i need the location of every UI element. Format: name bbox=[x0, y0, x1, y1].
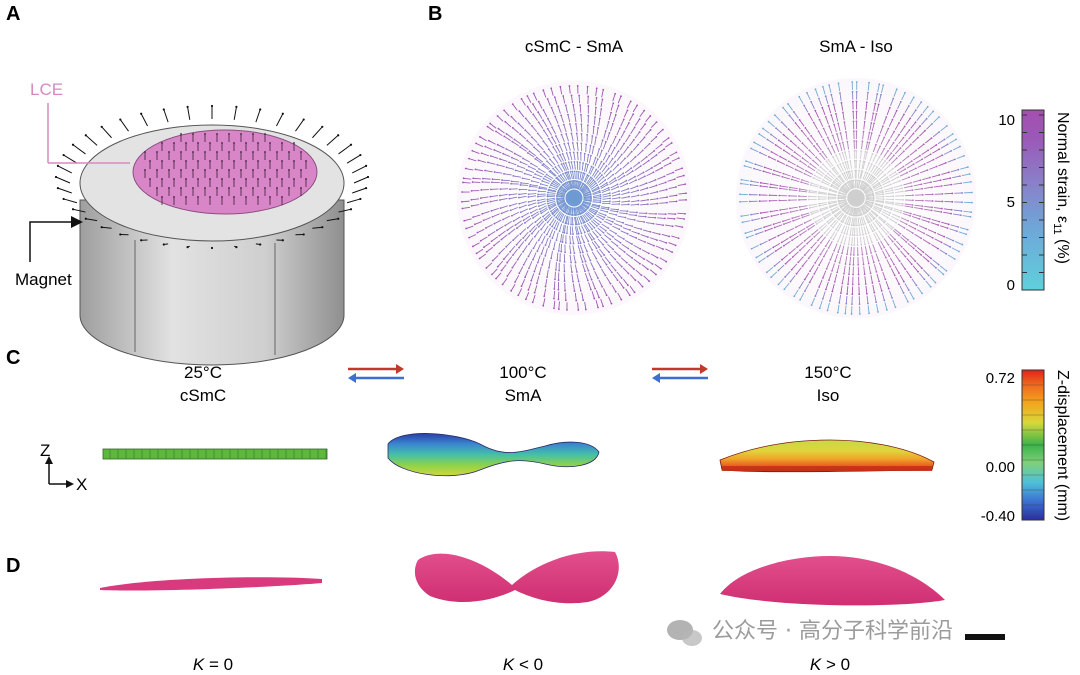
photo-flat-sample bbox=[100, 577, 322, 591]
state-3-phase: Iso bbox=[817, 386, 840, 405]
axis-indicator: Z X bbox=[40, 441, 87, 494]
panel-b-letter: B bbox=[428, 3, 442, 25]
sim-saddle-strip bbox=[387, 433, 600, 477]
strain-disk-right bbox=[736, 78, 976, 318]
strain-colorbar: 10 5 0 Normal strain, ε11 (%) bbox=[998, 109, 1071, 294]
curvature-label-1: K = 0 bbox=[193, 655, 233, 674]
transition-arrows-2 bbox=[652, 364, 708, 383]
magnet-callout: Magnet bbox=[15, 216, 83, 289]
state-1-phase: cSmC bbox=[180, 386, 226, 405]
panel-a-letter: A bbox=[6, 3, 20, 25]
disk-left-title: cSmC - SmA bbox=[525, 37, 624, 56]
transition-arrows-1 bbox=[348, 364, 404, 383]
lce-label: LCE bbox=[30, 80, 63, 99]
sim-dome-strip bbox=[719, 439, 935, 473]
lce-disk bbox=[132, 129, 318, 215]
disk-right-title: SmA - Iso bbox=[819, 37, 893, 56]
panel-c-letter: C bbox=[6, 347, 20, 369]
state-2-temp: 100°C bbox=[499, 363, 546, 382]
axis-z-label: Z bbox=[40, 441, 50, 460]
strain-tick-10: 10 bbox=[998, 112, 1015, 129]
watermark: 公众号 · 高分子科学前沿 bbox=[667, 619, 953, 646]
panel-d-letter: D bbox=[6, 555, 20, 577]
z-tick-max: 0.72 bbox=[986, 370, 1015, 387]
state-2-phase: SmA bbox=[505, 386, 543, 405]
z-tick-min: -0.40 bbox=[981, 508, 1015, 525]
wechat-icon bbox=[667, 620, 702, 646]
watermark-text: 公众号 · 高分子科学前沿 bbox=[712, 619, 953, 644]
z-colorbar-title: Z-displacement (mm) bbox=[1054, 370, 1071, 521]
lce-callout: LCE bbox=[30, 80, 130, 164]
curvature-label-2: K < 0 bbox=[503, 655, 543, 674]
strain-colorbar-title: Normal strain, ε11 (%) bbox=[1051, 112, 1071, 264]
photo-saddle-sample bbox=[414, 551, 619, 604]
scale-bar bbox=[965, 634, 1005, 640]
sim-flat-strip bbox=[102, 448, 328, 460]
curvature-label-3: K > 0 bbox=[810, 655, 850, 674]
state-1-temp: 25°C bbox=[184, 363, 222, 382]
magnet-label: Magnet bbox=[15, 270, 72, 289]
axis-x-label: X bbox=[76, 475, 87, 494]
z-colorbar: 0.72 0.00 -0.40 Z-displacement (mm) bbox=[981, 369, 1071, 525]
z-tick-zero: 0.00 bbox=[986, 459, 1015, 476]
strain-disk-left bbox=[457, 81, 691, 315]
strain-tick-5: 5 bbox=[1007, 194, 1015, 211]
photo-dome-sample bbox=[720, 556, 945, 606]
magnet-illustration bbox=[54, 104, 370, 366]
strain-tick-0: 0 bbox=[1007, 277, 1015, 294]
state-3-temp: 150°C bbox=[804, 363, 851, 382]
